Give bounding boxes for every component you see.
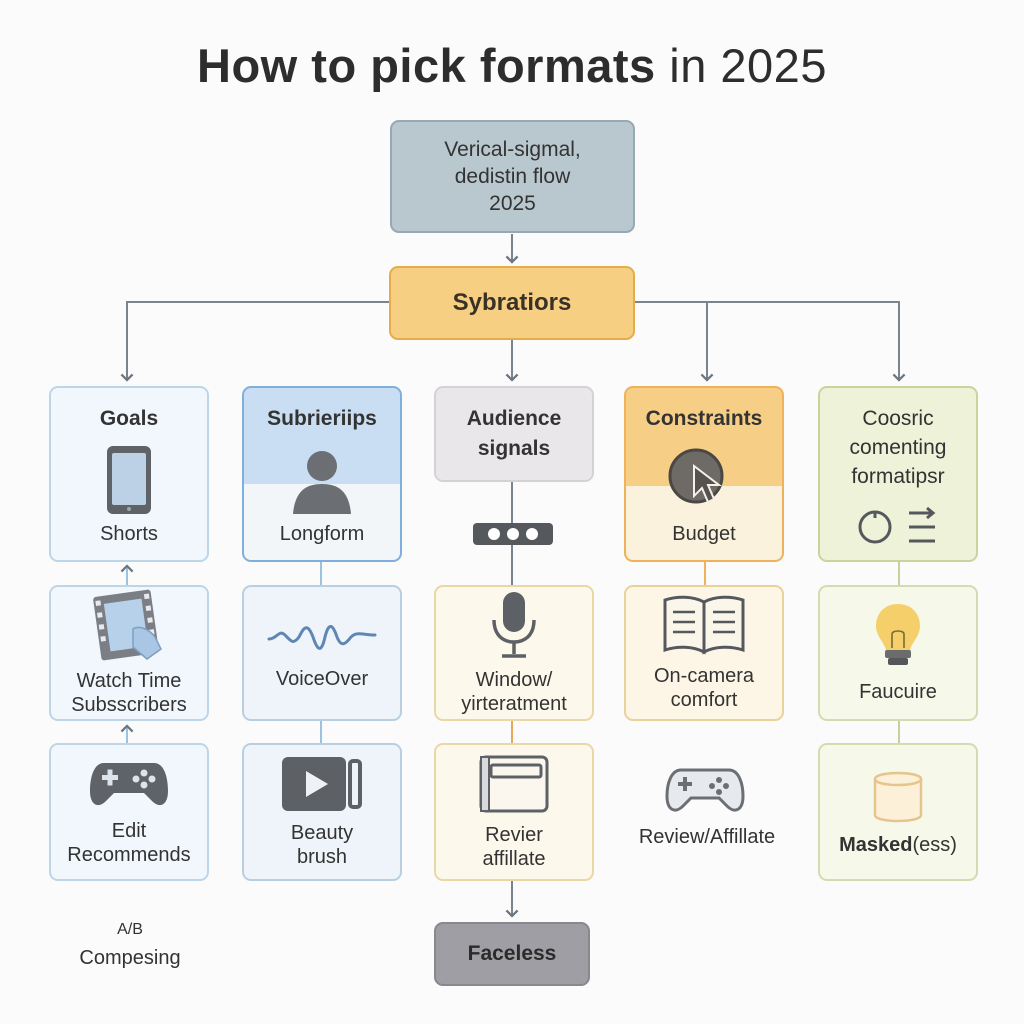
card-edit-line1: Edit <box>111 820 147 842</box>
mid-node[interactable]: Sybratiors <box>389 266 635 340</box>
connector-mid-to-goals <box>120 301 389 382</box>
card-watch-time[interactable]: Watch Time Subsscribers <box>49 585 209 721</box>
card-beauty[interactable]: Beauty brush <box>242 743 402 881</box>
card-masked-main: Masked <box>839 834 913 856</box>
page-title: How to pick formats in 2025 <box>0 38 1024 93</box>
card-faucuire[interactable]: Faucuire <box>818 585 978 721</box>
waveform-icon <box>267 615 377 659</box>
connector-mid-to-constraints <box>635 301 714 382</box>
card-review-affiliate[interactable]: Revier affillate <box>434 743 594 881</box>
open-book-icon <box>661 594 747 656</box>
card-beauty-line1: Beauty <box>290 822 354 844</box>
header-constraints-bottom: Budget <box>672 523 736 545</box>
header-audience-signals[interactable]: Audience signals <box>434 386 594 482</box>
bottom-node-faceless[interactable]: Faceless <box>434 922 590 986</box>
faceless-label: Faceless <box>467 942 557 965</box>
header-subscriptions-bottom: Longform <box>279 523 365 545</box>
header-subscriptions[interactable]: Subrieriips Longform <box>242 386 402 562</box>
card-beauty-line2: brush <box>296 846 348 868</box>
card-voiceover[interactable]: VoiceOver <box>242 585 402 721</box>
mid-node-label: Sybratiors <box>452 289 572 316</box>
card-window-line1: Window/ <box>475 669 553 691</box>
header-audience-title: Audience signals <box>466 407 562 460</box>
film-hand-icon <box>89 589 169 661</box>
top-node-line2: dedistin flow <box>454 165 571 188</box>
microphone-icon <box>486 590 542 660</box>
card-watch-time-line1: Watch Time <box>76 670 182 692</box>
card-masked-label: Masked(ess) <box>839 833 957 857</box>
top-node[interactable]: Verical-sigmal, dedistin flow 2025 <box>390 120 635 233</box>
card-faucuire-label: Faucuire <box>859 681 937 703</box>
card-on-camera-line1: On-camera <box>653 665 755 687</box>
label-review-affiliate: Review/Affillate <box>638 826 776 848</box>
card-on-camera-line2: comfort <box>670 689 738 711</box>
label-ab-compesing: A/B Compesing <box>60 916 200 972</box>
label-ab: A/B <box>117 921 143 938</box>
card-window[interactable]: Window/ yirteratment <box>434 585 594 721</box>
slider-dots-icon <box>472 522 554 551</box>
lightbulb-icon <box>870 602 926 672</box>
header-goals[interactable]: Goals Shorts <box>49 386 209 562</box>
tablet-icon <box>105 444 153 516</box>
header-constraints[interactable]: Constraints Budget <box>624 386 784 562</box>
label-compesing: Compesing <box>79 947 181 969</box>
title-main: How to pick formats <box>197 39 656 92</box>
card-edit-line2: Recommends <box>67 844 191 866</box>
gamepad-outline-icon <box>665 766 745 821</box>
header-constraints-title: Constraints <box>645 407 763 430</box>
header-col5-title: Coosric comenting formatipsr <box>849 407 947 488</box>
list-toggle-icon <box>853 505 943 549</box>
title-year: in 2025 <box>669 39 827 92</box>
header-col5[interactable]: Coosric comenting formatipsr <box>818 386 978 562</box>
card-on-camera[interactable]: On-camera comfort <box>624 585 784 721</box>
card-review-line1: Revier <box>485 824 543 846</box>
card-masked[interactable]: Masked(ess) <box>818 743 978 881</box>
window-icon <box>477 753 551 815</box>
card-masked-suffix: (ess) <box>912 834 957 856</box>
header-subscriptions-title: Subrieriips <box>267 407 377 430</box>
connector-mid-to-col5 <box>635 301 906 382</box>
box-icon <box>871 767 925 825</box>
header-goals-bottom: Shorts <box>100 523 158 545</box>
top-node-line3: 2025 <box>489 192 536 215</box>
person-icon <box>287 444 357 514</box>
card-edit[interactable]: Edit Recommends <box>49 743 209 881</box>
card-window-line2: yirteratment <box>461 693 567 715</box>
card-watch-time-line2: Subsscribers <box>71 694 187 716</box>
cursor-click-icon <box>664 444 744 514</box>
header-goals-title: Goals <box>99 407 159 430</box>
video-play-icon <box>280 755 364 813</box>
card-review-line2: affillate <box>482 848 546 870</box>
top-node-line1: Verical-sigmal, <box>444 138 581 161</box>
gamepad-icon <box>88 757 170 811</box>
card-voiceover-label: VoiceOver <box>275 668 369 690</box>
